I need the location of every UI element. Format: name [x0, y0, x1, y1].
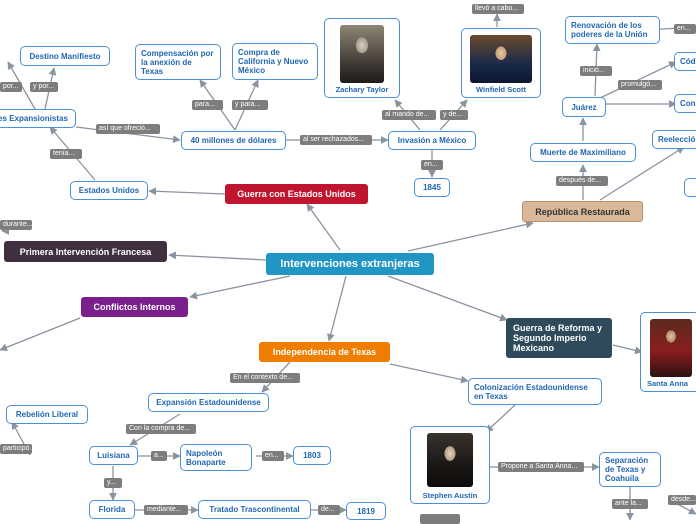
- node-codigo[interactable]: Códi: [674, 52, 696, 71]
- label-para: para...: [192, 100, 223, 110]
- label-al-mando-de: al mando de...: [382, 110, 436, 120]
- label-propone-santa-anna: Propone a Santa Anna...: [498, 462, 584, 472]
- node-renovacion-poderes[interactable]: Renovación de los poderes de la Unión: [565, 16, 660, 44]
- node-constitucion[interactable]: Con: [674, 94, 696, 113]
- node-1845[interactable]: 1845: [414, 178, 450, 197]
- node-partial-right[interactable]: [684, 178, 696, 197]
- label-promulgo: promulgó...: [618, 80, 662, 90]
- node-rebelion-liberal[interactable]: Rebelión Liberal: [6, 405, 88, 424]
- label-con-la-compra: Con la compra de...: [126, 424, 196, 434]
- label-asi-que-ofrecio: así que ofreció...: [96, 124, 160, 134]
- node-zachary-taylor[interactable]: Zachary Taylor: [324, 18, 400, 98]
- node-40-millones[interactable]: 40 millones de dólares: [181, 131, 286, 150]
- node-reeleccion[interactable]: Reelecció: [652, 130, 696, 149]
- topic-guerra-reforma[interactable]: Guerra de Reforma y Segundo Imperio Mexi…: [506, 318, 612, 358]
- node-napoleon-bonaparte[interactable]: Napoleón Bonaparte: [180, 444, 252, 471]
- node-florida[interactable]: Florida: [89, 500, 135, 519]
- node-tratado-trascontinental[interactable]: Tratado Trascontinental: [198, 500, 311, 519]
- label-y-de: y de...: [440, 110, 468, 120]
- label-tenia: tenía...: [50, 149, 82, 159]
- node-compra-california[interactable]: Compra de California y Nuevo México: [232, 43, 318, 80]
- topic-guerra-estados-unidos[interactable]: Guerra con Estados Unidos: [225, 184, 368, 204]
- label-y-para: y para...: [232, 100, 268, 110]
- stephen-austin-portrait: [427, 433, 473, 487]
- label-inicio: inició...: [580, 66, 612, 76]
- node-1819[interactable]: 1819: [346, 502, 386, 520]
- label-mediante: mediante...: [144, 505, 188, 515]
- label-ante-la: ante la...: [612, 499, 648, 509]
- node-1803[interactable]: 1803: [293, 446, 331, 465]
- topic-independencia-texas[interactable]: Independencia de Texas: [259, 342, 390, 362]
- label-en-el-contexto: En el contexto de...: [230, 373, 300, 383]
- node-separacion-texas-coahuila[interactable]: Separación de Texas y Coahuila: [599, 452, 661, 487]
- label-partial-bottom: [420, 514, 460, 524]
- node-winfield-scott[interactable]: Winfield Scott: [461, 28, 541, 98]
- node-estados-unidos[interactable]: Estados Unidos: [70, 181, 148, 200]
- label-a: a...: [151, 451, 167, 461]
- node-luisiana[interactable]: Luisiana: [89, 446, 138, 465]
- label-despues-de: después de...: [556, 176, 608, 186]
- topic-conflictos-internos[interactable]: Conflictos Internos: [81, 297, 188, 317]
- label-en-1845: en...: [421, 160, 443, 170]
- label-llevo-a-cabo: llevó a cabo...: [472, 4, 524, 14]
- label-y: y...: [104, 478, 122, 488]
- label-y-por: y por...: [30, 82, 58, 92]
- label-en-1803: en...: [262, 451, 284, 461]
- label-participo: participó...: [0, 444, 32, 454]
- node-invasion-mexico[interactable]: Invasión a México: [388, 131, 476, 150]
- node-expansion-estadounidense[interactable]: Expansión Estadounidense: [148, 393, 269, 412]
- label-por: por...: [0, 82, 22, 92]
- node-stephen-austin[interactable]: Stephen Austin: [410, 426, 490, 504]
- santa-anna-portrait: [650, 319, 692, 377]
- topic-republica-restaurada[interactable]: República Restaurada: [522, 201, 643, 222]
- label-desde: desde...: [668, 495, 696, 505]
- node-juarez[interactable]: Juárez: [562, 97, 606, 117]
- node-santa-anna[interactable]: Santa Anna: [640, 312, 696, 392]
- central-topic[interactable]: Intervenciones extranjeras: [266, 253, 434, 275]
- label-durante: durante...: [0, 220, 32, 230]
- label-en-top: en...: [674, 24, 696, 34]
- label-al-ser-rechazados: al ser rechazados...: [300, 135, 372, 145]
- node-colonizacion-estadounidense[interactable]: Colonización Estadounidense en Texas: [468, 378, 602, 405]
- node-muerte-maximiliano[interactable]: Muerte de Maximiliano: [530, 143, 636, 162]
- node-compensacion[interactable]: Compensación por la anexión de Texas: [135, 44, 221, 80]
- label-de: de...: [318, 505, 340, 515]
- topic-primera-intervencion-francesa[interactable]: Primera Intervención Francesa: [4, 241, 167, 262]
- zachary-taylor-portrait: [340, 25, 384, 83]
- node-destino-manifiesto[interactable]: Destino Manifiesto: [20, 46, 110, 66]
- node-expansionistas[interactable]: es Expansionistas: [0, 109, 76, 128]
- winfield-scott-portrait: [470, 35, 532, 83]
